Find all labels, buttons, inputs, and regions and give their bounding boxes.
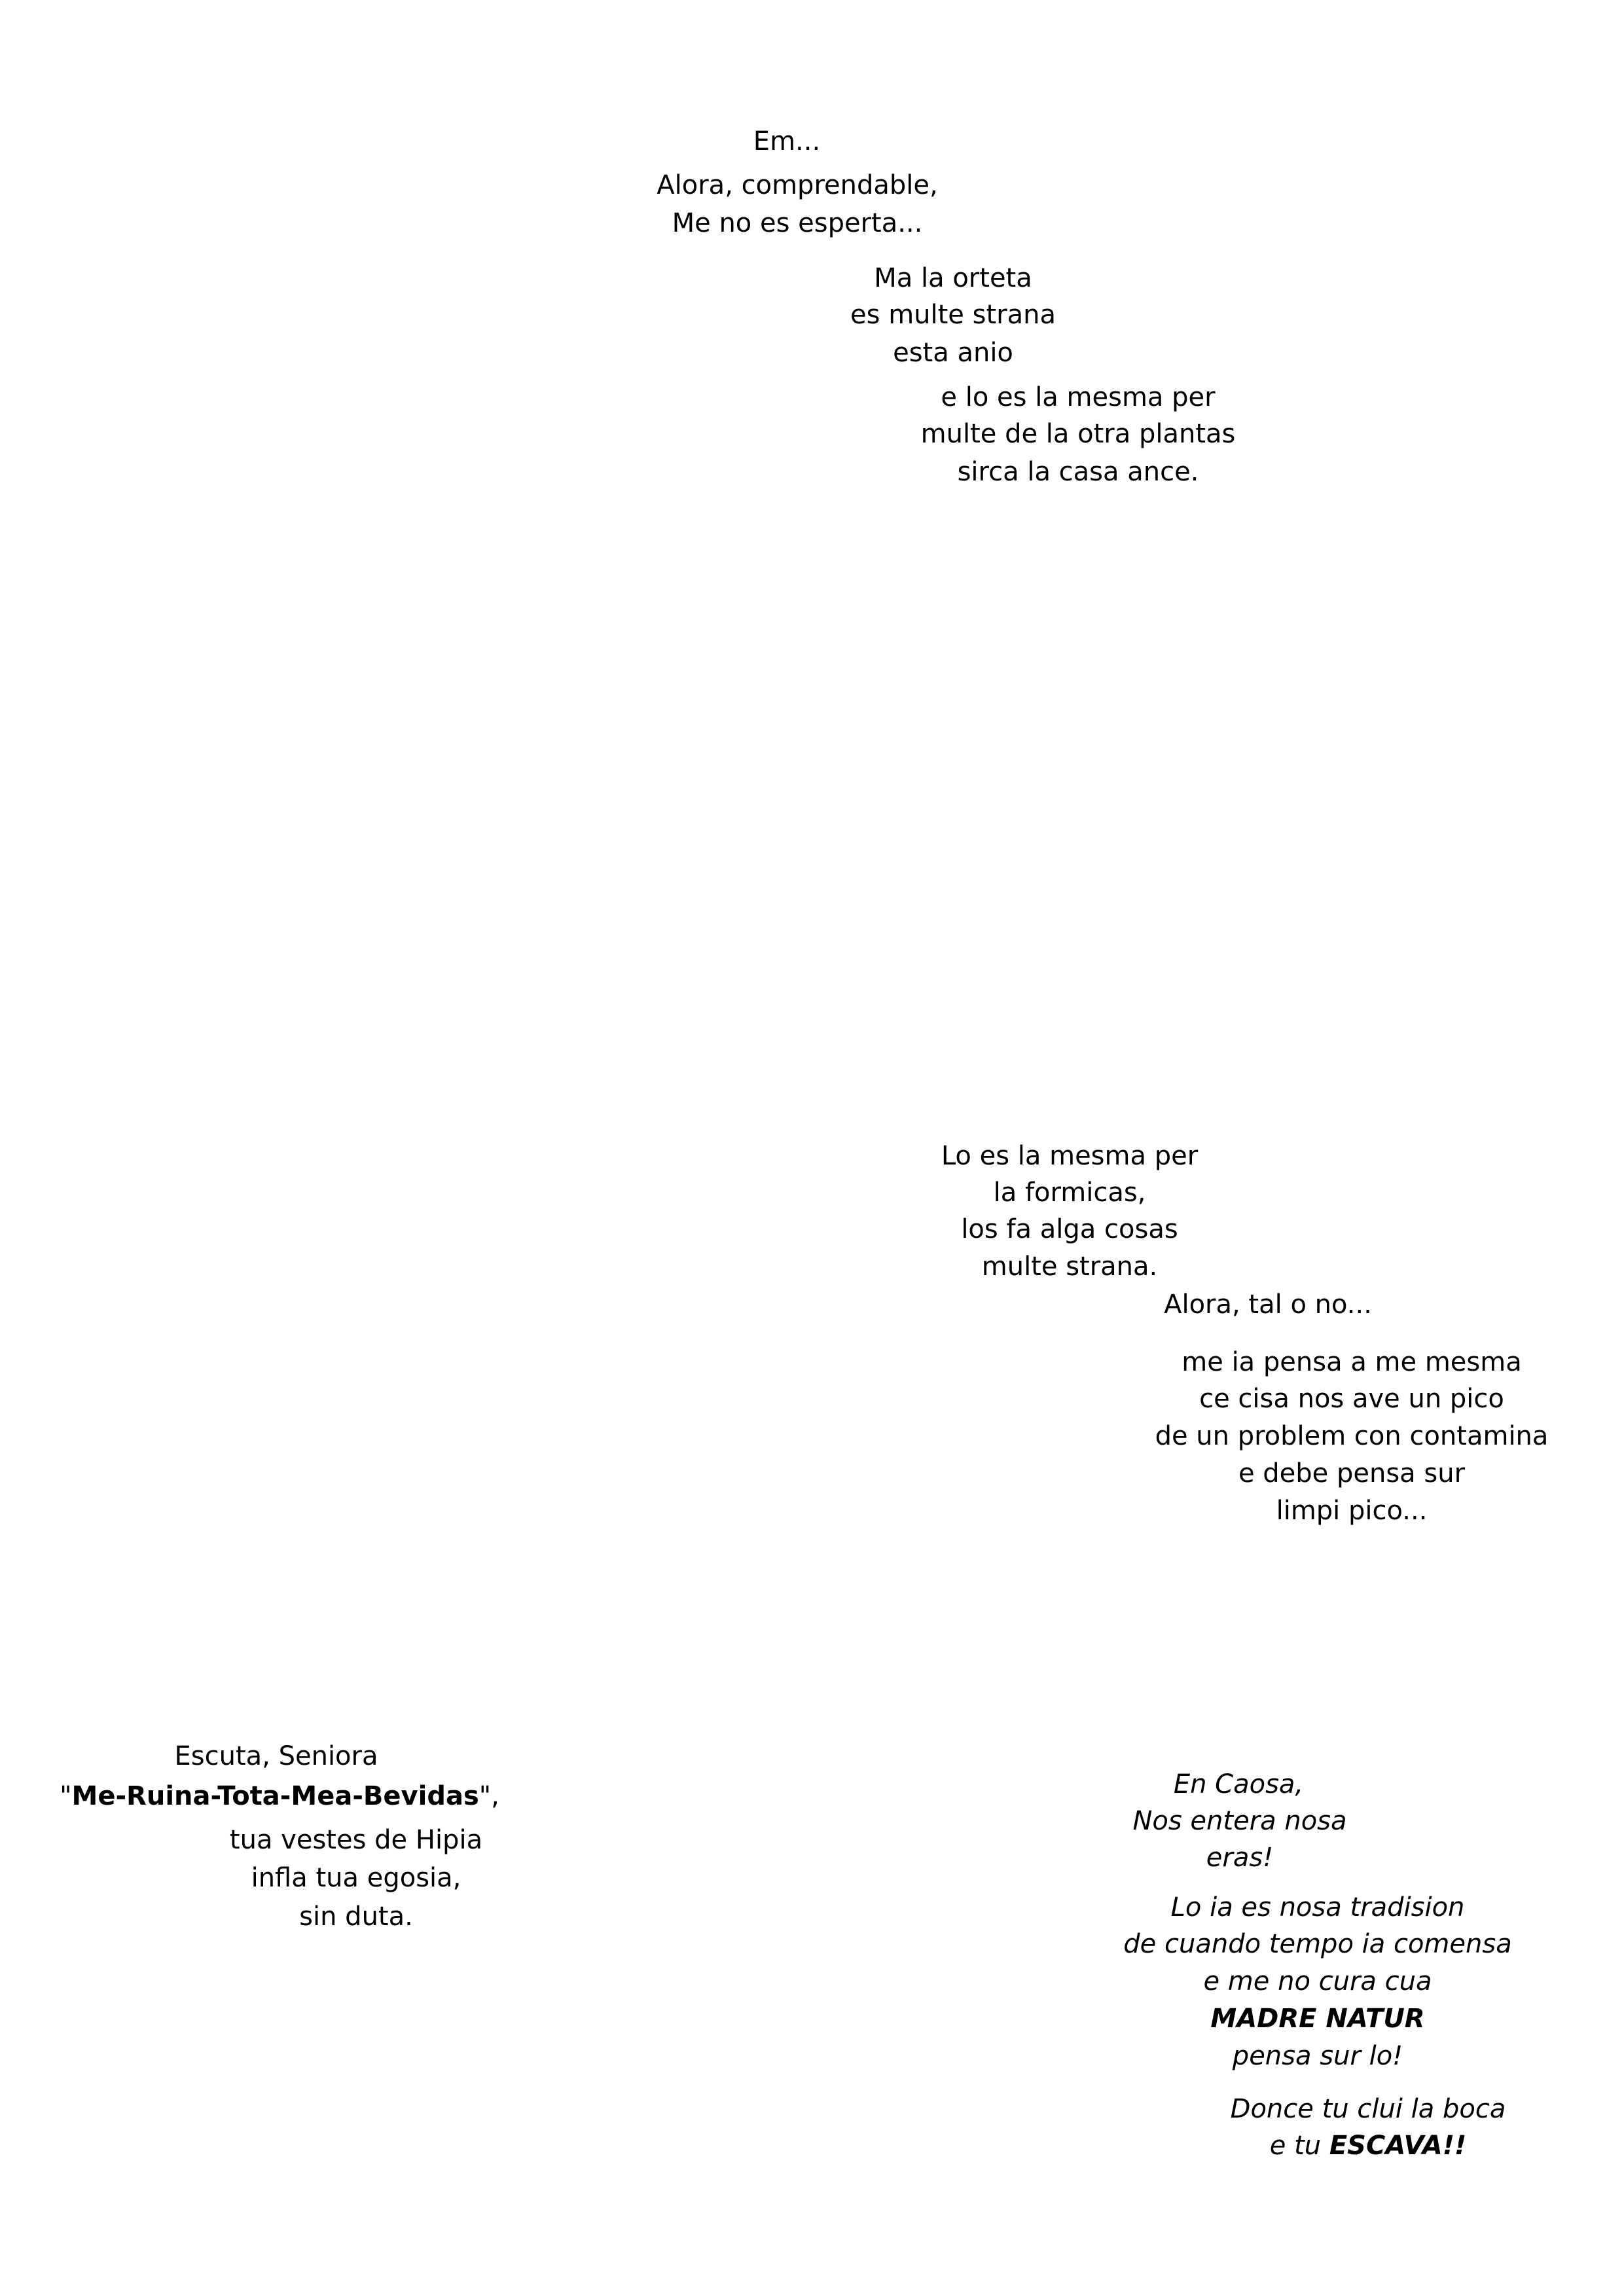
dialogue-line: Donce tu clui la boca bbox=[1230, 2094, 1506, 2124]
dialogue-line: Nos entera nosa bbox=[1132, 1806, 1347, 1836]
dialogue-line: esta anio bbox=[893, 338, 1013, 368]
dialogue-line: En Caosa, bbox=[1173, 1769, 1304, 1799]
dialogue-line: multe de la otra plantas bbox=[920, 419, 1236, 449]
dialogue-line: e tu ESCAVA!! bbox=[1270, 2127, 1467, 2164]
dialogue-line: Alora, comprendable, bbox=[657, 170, 938, 200]
dialogue-line: "Me-Ruina-Tota-Mea-Bevidas", bbox=[60, 1778, 499, 1815]
dialogue-line: pensa sur lo! bbox=[1232, 2041, 1403, 2071]
dialogue-line: multe strana. bbox=[981, 1252, 1158, 1282]
dialogue-line: eras! bbox=[1206, 1843, 1274, 1873]
dialogue-line: Me no es esperta... bbox=[672, 208, 923, 238]
dialogue-line: limpi pico... bbox=[1276, 1496, 1428, 1526]
line-prefix: e tu bbox=[1269, 2131, 1329, 2161]
shout: ESCAVA!! bbox=[1329, 2131, 1467, 2161]
dialogue-line: e debe pensa sur bbox=[1238, 1458, 1466, 1489]
nickname: Me-Ruina-Tota-Mea-Bevidas bbox=[71, 1781, 479, 1811]
dialogue-line-emphasis: MADRE NATUR bbox=[1210, 2004, 1425, 2034]
dialogue-line: de cuando tempo ia comensa bbox=[1123, 1929, 1512, 1959]
dialogue-line: infla tua egosia, bbox=[251, 1863, 461, 1893]
dialogue-line: Alora, tal o no... bbox=[1164, 1290, 1372, 1320]
dialogue-line: e lo es la mesma per bbox=[941, 382, 1216, 412]
quote-open: " bbox=[60, 1781, 72, 1811]
dialogue-line: de un problem con contamina bbox=[1155, 1421, 1549, 1451]
dialogue-line: tua vestes de Hipia bbox=[229, 1825, 483, 1855]
dialogue-line: los fa alga cosas bbox=[961, 1214, 1178, 1244]
dialogue-line: Em... bbox=[753, 126, 821, 156]
dialogue-line: Ma la orteta bbox=[874, 263, 1032, 293]
dialogue-line: e me no cura cua bbox=[1203, 1966, 1432, 1996]
dialogue-line: me ia pensa a me mesma bbox=[1182, 1347, 1522, 1377]
dialogue-line: Lo ia es nosa tradision bbox=[1170, 1892, 1465, 1923]
dialogue-line: sin duta. bbox=[299, 1902, 413, 1932]
dialogue-line: Escuta, Seniora bbox=[174, 1741, 378, 1771]
dialogue-line: Lo es la mesma per bbox=[941, 1141, 1199, 1171]
dialogue-line: la formicas, bbox=[993, 1178, 1146, 1208]
quote-close: ", bbox=[478, 1781, 499, 1811]
dialogue-line: ce cisa nos ave un pico bbox=[1199, 1384, 1504, 1414]
dialogue-line: sirca la casa ance. bbox=[957, 457, 1199, 487]
dialogue-line: es multe strana bbox=[850, 300, 1056, 330]
